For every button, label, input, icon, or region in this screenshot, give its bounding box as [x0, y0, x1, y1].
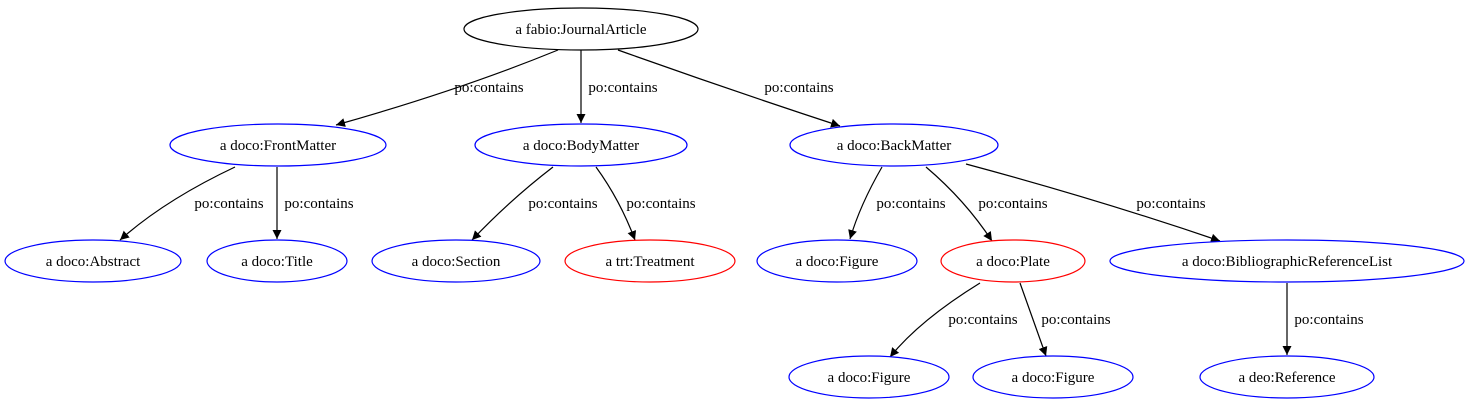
node-label: a doco:Section	[412, 254, 501, 270]
node-figure-2[interactable]: a doco:Figure	[788, 355, 950, 399]
node-label: a doco:Figure	[796, 254, 879, 270]
node-ellipse	[1109, 239, 1465, 283]
edge-arrow	[335, 49, 559, 127]
edge-label: po:contains	[764, 80, 833, 96]
node-label: a doco:Title	[241, 254, 313, 270]
edge-arrow	[119, 166, 236, 241]
edge-label: po:contains	[1294, 312, 1363, 328]
edge-arrow	[925, 166, 993, 242]
edge-label: po:contains	[1041, 312, 1110, 328]
node-label: a deo:Reference	[1238, 370, 1335, 386]
edge-bib-ref-list-to-reference: po:contains	[1282, 283, 1364, 355]
node-ellipse	[564, 239, 736, 283]
edge-back-matter-to-figure-1: po:contains	[848, 166, 946, 240]
edge-front-matter-to-abstract: po:contains	[119, 166, 264, 241]
edge-arrow	[595, 166, 637, 241]
node-label: a doco:Plate	[976, 254, 1050, 270]
node-label: a trt:Treatment	[605, 254, 695, 270]
node-ellipse	[940, 239, 1086, 283]
edge-label: po:contains	[626, 196, 695, 212]
node-journal-article[interactable]: a fabio:JournalArticle	[463, 7, 699, 51]
edge-body-matter-to-section: po:contains	[471, 166, 598, 241]
node-label: a doco:Figure	[828, 370, 911, 386]
node-figure-1[interactable]: a doco:Figure	[756, 239, 918, 283]
node-reference[interactable]: a deo:Reference	[1199, 355, 1375, 399]
edge-label: po:contains	[588, 80, 657, 96]
node-ellipse	[371, 239, 541, 283]
edge-label: po:contains	[194, 196, 263, 212]
edge-body-matter-to-treatment: po:contains	[595, 166, 696, 241]
edges-layer: po:contains po:contains po:contains po:cont…	[119, 49, 1364, 358]
node-label: a doco:BodyMatter	[523, 138, 639, 154]
node-ellipse	[789, 123, 999, 167]
edge-back-matter-to-plate: po:contains	[925, 166, 1048, 242]
edge-label: po:contains	[1136, 196, 1205, 212]
edge-label: po:contains	[454, 80, 523, 96]
node-bib-ref-list[interactable]: a doco:BibliographicReferenceList	[1109, 239, 1465, 283]
edge-journal-article-to-body-matter: po:contains	[576, 50, 658, 123]
edge-journal-article-to-front-matter: po:contains	[335, 49, 559, 127]
node-ellipse	[1199, 355, 1375, 399]
edge-journal-article-to-back-matter: po:contains	[617, 49, 841, 128]
node-ellipse	[463, 7, 699, 51]
edge-arrow	[1019, 282, 1048, 357]
nodes-layer: a fabio:JournalArticle a doco:FrontMatter…	[4, 7, 1465, 399]
edge-arrow	[471, 166, 554, 241]
node-ellipse	[788, 355, 950, 399]
node-ellipse	[756, 239, 918, 283]
node-body-matter[interactable]: a doco:BodyMatter	[474, 123, 688, 167]
edge-back-matter-to-bib-ref-list: po:contains	[965, 163, 1221, 243]
edge-front-matter-to-title: po:contains	[272, 167, 354, 239]
node-ellipse	[474, 123, 688, 167]
node-treatment[interactable]: a trt:Treatment	[564, 239, 736, 283]
node-figure-3[interactable]: a doco:Figure	[972, 355, 1134, 399]
edge-arrow	[889, 282, 981, 358]
edge-label: po:contains	[284, 196, 353, 212]
node-label: a doco:Abstract	[46, 254, 141, 270]
edge-label: po:contains	[978, 196, 1047, 212]
node-ellipse	[972, 355, 1134, 399]
node-section[interactable]: a doco:Section	[371, 239, 541, 283]
node-label: a doco:Figure	[1012, 370, 1095, 386]
node-plate[interactable]: a doco:Plate	[940, 239, 1086, 283]
node-ellipse	[206, 239, 348, 283]
node-title[interactable]: a doco:Title	[206, 239, 348, 283]
edge-label: po:contains	[528, 196, 597, 212]
node-label: a doco:FrontMatter	[220, 138, 336, 154]
edge-arrow	[617, 49, 841, 128]
edge-plate-to-figure-2: po:contains	[889, 282, 1018, 358]
node-back-matter[interactable]: a doco:BackMatter	[789, 123, 999, 167]
node-abstract[interactable]: a doco:Abstract	[4, 239, 182, 283]
node-ellipse	[4, 239, 182, 283]
edge-plate-to-figure-3: po:contains	[1019, 282, 1111, 357]
edge-label: po:contains	[876, 196, 945, 212]
node-ellipse	[169, 123, 387, 167]
edge-arrow	[848, 166, 883, 240]
edge-label: po:contains	[948, 312, 1017, 328]
node-front-matter[interactable]: a doco:FrontMatter	[169, 123, 387, 167]
node-label: a fabio:JournalArticle	[515, 22, 647, 38]
edge-arrow	[965, 163, 1221, 243]
node-label: a doco:BibliographicReferenceList	[1182, 254, 1393, 270]
node-label: a doco:BackMatter	[837, 138, 952, 154]
